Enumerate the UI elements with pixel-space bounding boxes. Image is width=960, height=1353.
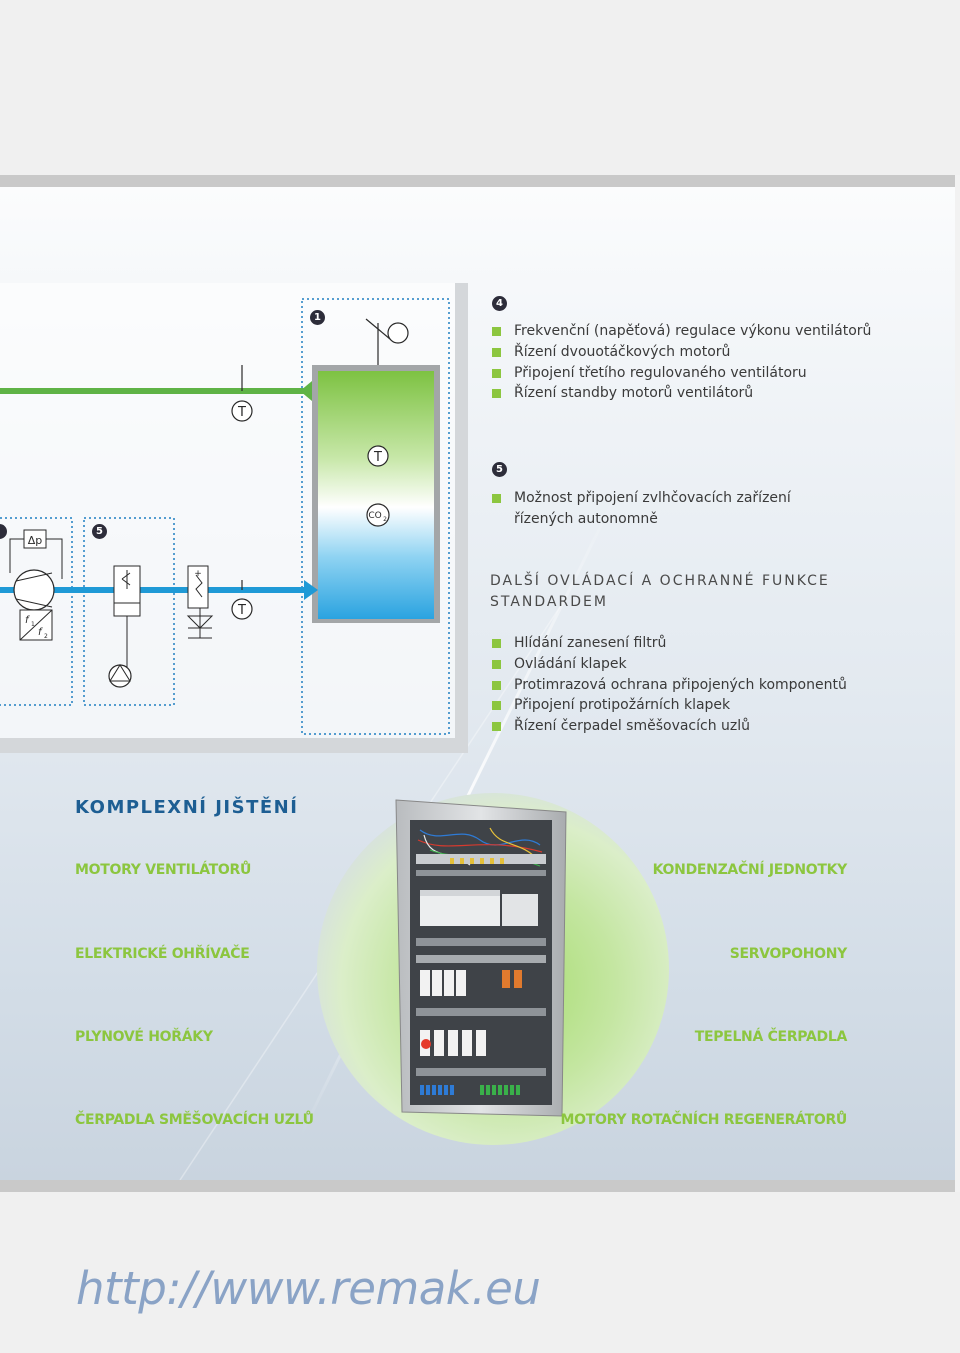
marker-4-partial-icon <box>0 524 7 539</box>
section-5-number-icon: 5 <box>492 462 507 477</box>
protection-right-2: SERVOPOHONY <box>729 946 848 962</box>
zone-4-dashed-box <box>0 517 73 706</box>
fan-icon <box>13 569 55 611</box>
marker-5-icon: 5 <box>92 524 107 539</box>
control-cabinet-image <box>395 799 567 1117</box>
f2-subscript: 2 <box>44 633 48 640</box>
section-4-list: Frekvenční (napěťová) regulace výkonu ve… <box>490 321 910 404</box>
top-blank-area <box>0 0 960 175</box>
list-item: Řízení standby motorů ventilátorů <box>490 383 910 404</box>
footer-area <box>0 1192 960 1353</box>
website-link[interactable]: http://www.remak.eu <box>76 1262 541 1315</box>
dp-label: Δp <box>28 534 43 547</box>
list-item: Možnost připojení zvlhčovacích zařízení … <box>490 488 850 530</box>
supply-arrow-icon <box>304 580 318 600</box>
list-item: Protimrazová ochrana připojených kompone… <box>490 675 910 696</box>
list-item: Řízení čerpadel směšovacích uzlů <box>490 716 910 737</box>
co2-subscript: 2 <box>383 516 387 523</box>
t-label: T <box>237 603 246 618</box>
f2-label: f <box>38 627 43 638</box>
co2-label: CO <box>368 511 381 521</box>
section-5-list: Možnost připojení zvlhčovacích zařízení … <box>490 488 850 530</box>
top-divider-bar <box>0 175 955 187</box>
actuator-icon <box>387 322 409 344</box>
other-functions-block: DALŠÍ OVLÁDACÍ A OCHRANNÉ FUNKCE STANDAR… <box>490 571 910 737</box>
list-item: Připojení třetího regulovaného ventiláto… <box>490 363 910 384</box>
protection-right-4: MOTORY ROTAČNÍCH REGENERÁTORŮ <box>560 1112 848 1128</box>
other-functions-list: Hlídání zanesení filtrů Ovládání klapek … <box>490 633 910 737</box>
protection-title: KOMPLEXNÍ JIŠTĚNÍ <box>75 797 299 818</box>
protection-right-1: KONDENZAČNÍ JEDNOTKY <box>652 862 848 878</box>
temperature-sensor-icon <box>231 400 253 422</box>
section-5-block: Možnost připojení zvlhčovacích zařízení … <box>490 488 850 530</box>
pump-icon <box>108 664 132 688</box>
thyristor-icon <box>186 615 214 629</box>
protection-left-3: PLYNOVÉ HOŘÁKY <box>75 1029 213 1045</box>
list-item: Připojení protipožárních klapek <box>490 695 910 716</box>
list-item: Řízení dvouotáčkových motorů <box>490 342 910 363</box>
heading-line-1: DALŠÍ OVLÁDACÍ A OCHRANNÉ FUNKCE <box>490 573 830 589</box>
protection-left-2: ELEKTRICKÉ OHŘÍVAČE <box>75 946 250 962</box>
zone-5-dashed-box <box>83 517 175 706</box>
room-box <box>318 371 434 619</box>
panel-bottom-border <box>0 738 468 753</box>
protection-left-1: MOTORY VENTILÁTORŮ <box>75 862 252 878</box>
protection-left-4: ČERPADLA SMĚŠOVACÍCH UZLŮ <box>75 1112 314 1128</box>
other-functions-heading: DALŠÍ OVLÁDACÍ A OCHRANNÉ FUNKCE STANDAR… <box>490 571 910 613</box>
list-item: Ovládání klapek <box>490 654 910 675</box>
f1-subscript: 1 <box>31 621 35 628</box>
co2-sensor-icon <box>366 503 390 527</box>
damper-icon <box>365 318 391 340</box>
zone-1-dashed-box <box>301 298 450 735</box>
bottom-divider-bar <box>0 1180 955 1192</box>
f1-label: f <box>25 615 30 626</box>
hvac-schematic: T T CO 2 T Δp f 1 f 2 + <box>0 283 468 753</box>
section-4-block: Frekvenční (napěťová) regulace výkonu ve… <box>490 321 910 404</box>
marker-1-icon: 1 <box>310 310 325 325</box>
panel-right-border <box>455 283 468 753</box>
t-label: T <box>237 405 246 420</box>
list-item: Hlídání zanesení filtrů <box>490 633 910 654</box>
return-arrow-icon <box>300 381 312 401</box>
svg-text:+: + <box>194 569 202 579</box>
list-item: Frekvenční (napěťová) regulace výkonu ve… <box>490 321 910 342</box>
room-temperature-sensor-icon <box>367 445 389 467</box>
protection-right-3: TEPELNÁ ČERPADLA <box>694 1029 848 1045</box>
heading-line-2: STANDARDEM <box>490 594 608 610</box>
t-label: T <box>373 450 382 465</box>
supply-temperature-sensor-icon <box>231 598 253 620</box>
section-4-number-icon: 4 <box>492 296 507 311</box>
